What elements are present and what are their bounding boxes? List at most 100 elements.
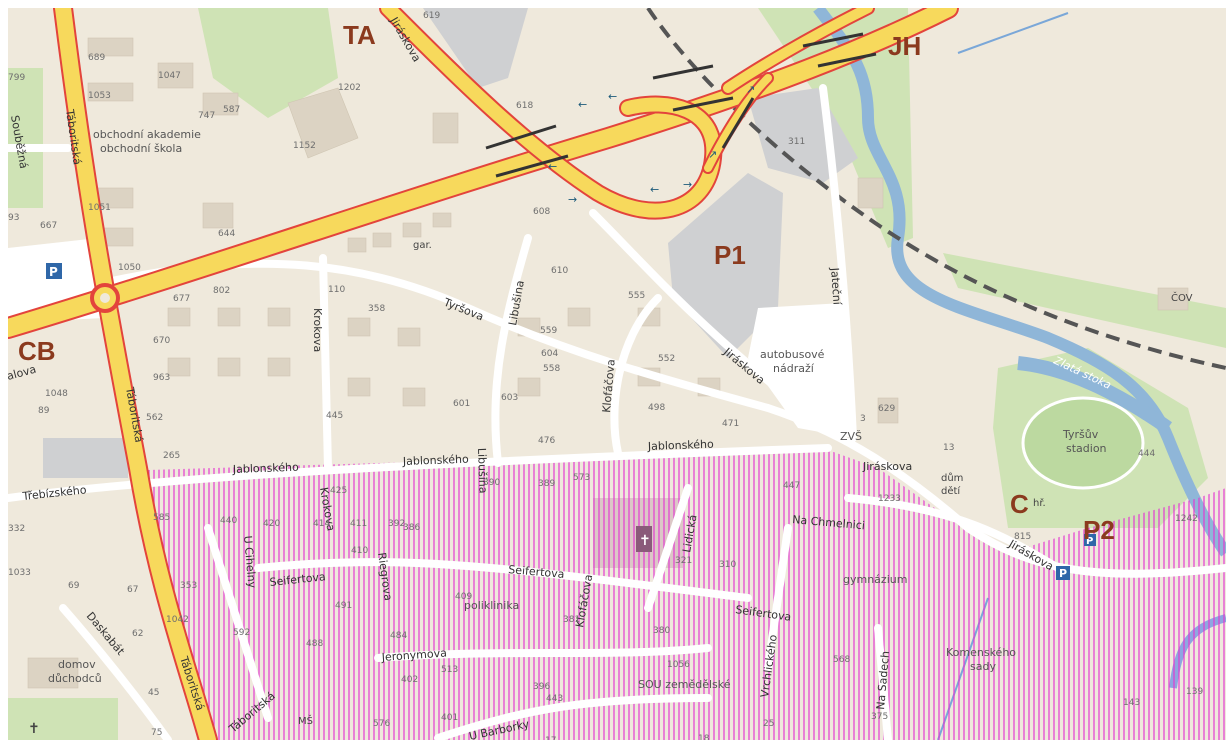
house-number: 401 (441, 713, 458, 723)
house-number: 799 (8, 73, 25, 83)
house-number: 603 (501, 393, 518, 403)
street-label-na-sadech: Na Sadech (874, 650, 892, 710)
house-number: 18 (698, 734, 710, 740)
house-number: 3 (860, 414, 866, 424)
hatched-zone (148, 450, 1226, 740)
house-number: 1050 (118, 263, 141, 273)
poi-cov: ČOV (1171, 291, 1193, 304)
major-roads (8, 8, 959, 740)
poi-zvs: ZVŠ (840, 430, 862, 443)
creek-northeast (957, 12, 1069, 54)
house-number: 62 (132, 629, 143, 639)
street-label-tyrsova: Tyršova (441, 295, 486, 323)
area-label-cb: CB (18, 336, 56, 366)
area-label-p2: P2 (1083, 515, 1115, 545)
house-number: 555 (628, 291, 645, 301)
house-number: 568 (833, 655, 850, 665)
map-canvas: ←←← →←→ ↗↗ ✝ ✝ P P P Jiráskova Táboritsk… (8, 8, 1226, 740)
house-number: 414 (313, 519, 330, 529)
house-number: 392 (388, 519, 405, 529)
house-number: 498 (648, 403, 665, 413)
svg-text:←: ← (608, 90, 617, 103)
house-number: 592 (233, 628, 250, 638)
svg-text:→: → (568, 193, 577, 206)
poi-obchodni-akademie: obchodní akademie (93, 128, 201, 141)
street-label-jiraskova-east: Jiráskova (862, 460, 912, 473)
street-label-jablonskeho-1: Jablonského (232, 461, 300, 476)
industrial-area-north (423, 8, 528, 88)
house-number: 443 (546, 694, 563, 704)
poi-gymnazium: gymnázium (843, 573, 907, 586)
map-view[interactable]: ←←← →←→ ↗↗ ✝ ✝ P P P Jiráskova Táboritsk… (8, 8, 1226, 740)
house-number: 689 (88, 53, 105, 63)
house-number: 513 (441, 665, 458, 675)
house-number: 963 (153, 373, 170, 383)
parking-icon: P (46, 263, 62, 279)
street-label-jablonskeho-2: Jablonského (402, 453, 470, 468)
street-label-krokova: Krokova (311, 308, 324, 352)
house-number: 670 (153, 336, 170, 346)
house-number: 321 (675, 556, 692, 566)
house-number: 445 (326, 411, 343, 421)
area-label-p1: P1 (714, 240, 746, 270)
area-label-jh: JH (888, 31, 921, 61)
poi-duchodcu: důchodců (48, 672, 102, 685)
house-number: 484 (390, 631, 407, 641)
house-number: 815 (1014, 532, 1031, 542)
house-number: 386 (403, 523, 420, 533)
house-number: 440 (220, 516, 237, 526)
house-number: 559 (540, 326, 557, 336)
house-number: 75 (151, 728, 162, 738)
direction-arrows: ←←← →←→ ↗↗ (548, 83, 755, 206)
poi-poliklinika: poliklinika (464, 599, 519, 612)
industrial-area-p1 (668, 173, 783, 358)
house-number: 1202 (338, 83, 361, 93)
house-number: 1233 (878, 494, 901, 504)
house-number: 552 (658, 354, 675, 364)
house-number: 389 (538, 479, 555, 489)
house-number: 747 (198, 111, 215, 121)
house-number: 1053 (88, 91, 111, 101)
house-number: 604 (541, 349, 558, 359)
house-number: 608 (533, 207, 550, 217)
house-number: 380 (653, 626, 670, 636)
house-number: 17 (545, 736, 556, 740)
house-number: 471 (722, 419, 739, 429)
house-number: 69 (68, 581, 80, 591)
house-number: 25 (763, 719, 774, 729)
house-number: 618 (516, 101, 533, 111)
house-number: 447 (783, 481, 800, 491)
svg-text:✝: ✝ (28, 721, 40, 737)
poi-hr: hř. (1033, 497, 1046, 509)
poi-obchodni-skola: obchodní škola (100, 142, 182, 155)
house-number: 411 (350, 519, 367, 529)
street-label-trebizskeho: Třebízského (21, 483, 87, 503)
house-number: 558 (543, 364, 560, 374)
house-number: 13 (943, 443, 954, 453)
bus-station-area (748, 303, 853, 438)
house-number: 110 (328, 285, 345, 295)
house-number: 1047 (158, 71, 181, 81)
house-number: 89 (38, 406, 50, 416)
house-number: 601 (453, 399, 470, 409)
poi-tyrsuv: Tyršův (1062, 428, 1099, 441)
house-number: 93 (8, 213, 19, 223)
sports-field (198, 8, 338, 118)
house-number: 802 (213, 286, 230, 296)
street-label-seifertova-1: Seifertova (269, 570, 326, 589)
area-labels: TA JH CB P1 C P2 (18, 20, 1115, 545)
parking-icon-p2: P (1084, 534, 1096, 547)
parking-icon-east: P (1056, 566, 1070, 580)
house-number: 353 (180, 581, 197, 591)
poi-deti: dětí (941, 485, 961, 497)
poi-dum: dům (941, 472, 963, 484)
svg-text:→: → (683, 178, 692, 191)
house-number: 45 (148, 688, 159, 698)
house-number: 265 (163, 451, 180, 461)
house-number: 573 (573, 473, 590, 483)
zlata-stoka-stream (1017, 356, 1173, 434)
house-number: 587 (223, 105, 240, 115)
house-number: 629 (878, 404, 895, 414)
house-number: 381 (563, 615, 580, 625)
house-number: 358 (368, 304, 385, 314)
